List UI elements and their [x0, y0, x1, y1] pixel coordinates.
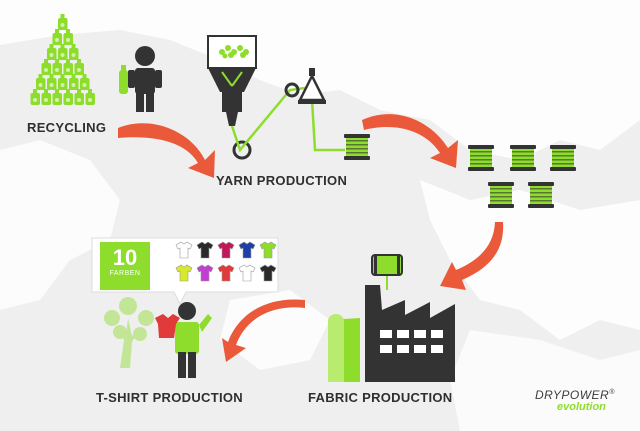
color-count: 10: [112, 245, 138, 270]
color-count-badge: 10 FARBEN: [100, 242, 150, 290]
bottle-icon: [47, 44, 57, 60]
person-with-bottle-icon: [119, 46, 162, 112]
spool-icon: [488, 182, 514, 208]
tshirt-swatch: [217, 264, 235, 282]
bottle-icon: [41, 89, 51, 105]
yarn-machine-icon: [207, 35, 345, 160]
bottle-icon: [80, 74, 90, 90]
label-fabric-production: FABRIC PRODUCTION: [308, 390, 453, 405]
bottle-icon: [41, 59, 51, 75]
label-yarn-production: YARN PRODUCTION: [216, 173, 348, 188]
map-land-east: [420, 180, 640, 340]
bottle-icon: [63, 29, 73, 45]
tshirt-swatch: [238, 241, 256, 259]
bottle-icon: [36, 74, 46, 90]
bottle-icon: [52, 89, 62, 105]
brand-name-text: DRYPOWER: [535, 388, 610, 402]
map-land-west: [0, 140, 120, 310]
person-with-tshirt-icon: [155, 302, 212, 378]
map-land-north: [0, 0, 640, 160]
tshirt-swatch: [238, 264, 256, 282]
bottle-icon: [69, 74, 79, 90]
bottle-icon: [74, 59, 84, 75]
arrow-fabric-to-tshirt: [222, 299, 305, 362]
bottle-icon: [52, 59, 62, 75]
tshirt-swatch: [175, 264, 193, 282]
bottle-icon: [58, 44, 68, 60]
recycled-bottles-icon: [30, 14, 95, 105]
tshirt-swatch: [196, 241, 214, 259]
tshirt-swatch: [196, 264, 214, 282]
yarn-spool-icon: [344, 134, 370, 160]
yarn-spools-group-icon: [468, 145, 576, 208]
map-land-southeast: [450, 330, 640, 431]
tshirt-swatch: [259, 264, 277, 282]
bottle-icon: [69, 44, 79, 60]
tshirt-swatch: [175, 241, 193, 259]
arrow-spools-to-fabric: [440, 222, 504, 290]
map-land-south: [220, 290, 330, 370]
bottle-icon: [52, 29, 62, 45]
brand-logo: DRYPOWER® evolution: [535, 388, 635, 413]
tshirt-color-swatches: [175, 241, 277, 282]
spool-icon: [344, 134, 370, 160]
bottle-icon: [47, 74, 57, 90]
spool-icon: [550, 145, 576, 171]
label-tshirt-production: T-SHIRT PRODUCTION: [96, 390, 243, 405]
spool-icon: [528, 182, 554, 208]
tree-icon: [104, 297, 154, 368]
label-recycling: RECYCLING: [27, 120, 107, 135]
spool-icon: [468, 145, 494, 171]
brand-subname: evolution: [557, 401, 606, 413]
arrow-yarn-to-spools: [362, 114, 458, 168]
bottle-icon: [30, 89, 40, 105]
process-arrows: [118, 114, 504, 362]
bottle-icon: [85, 89, 95, 105]
tshirt-swatch: [217, 241, 235, 259]
tshirt-swatch: [259, 241, 277, 259]
spool-icon: [510, 145, 536, 171]
arrow-recycling-to-yarn: [118, 123, 215, 178]
bottle-icon: [58, 14, 68, 30]
color-count-word: FARBEN: [109, 270, 141, 277]
brand-name: DRYPOWER®: [535, 388, 635, 402]
bottle-icon: [63, 89, 73, 105]
bottle-icon: [74, 89, 84, 105]
bottle-icon: [63, 59, 73, 75]
brand-registered-mark: ®: [609, 389, 615, 396]
bottle-icon: [58, 74, 68, 90]
factory-icon: [328, 254, 455, 382]
